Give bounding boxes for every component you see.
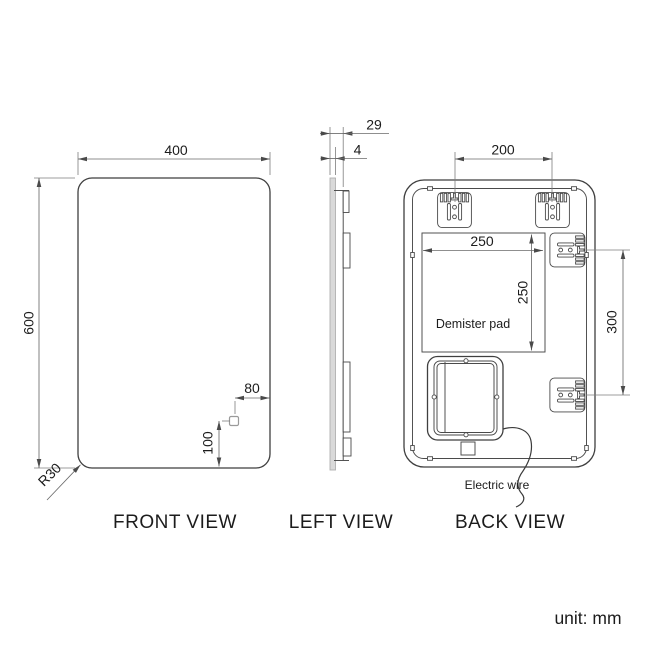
corner-radius-dimension: R30 xyxy=(35,460,81,501)
side-hanger-spacing-dimension: 300 xyxy=(586,249,630,396)
junction-box xyxy=(426,355,504,441)
junction-box-outer xyxy=(426,355,504,441)
glass-thickness-dim-text: 4 xyxy=(354,142,362,158)
cable-outlet xyxy=(460,441,476,456)
left-view-label: LEFT VIEW xyxy=(289,512,393,533)
demister-height-dimension: 250 xyxy=(515,234,534,351)
front-height-dimension: 600 xyxy=(21,177,75,469)
demister-pad-label: Demister pad xyxy=(436,317,510,331)
sensor-right-dim-text: 80 xyxy=(244,380,260,396)
left-view: 29 4 LEFT VIEW xyxy=(289,117,393,534)
hanger-profile xyxy=(342,190,350,213)
depth-dim-text: 29 xyxy=(366,117,382,133)
front-width-dimension: 400 xyxy=(77,142,271,175)
sensor-bottom-offset-dimension: 100 xyxy=(200,420,230,467)
screw-icon xyxy=(494,394,500,400)
demister-pad-outline xyxy=(421,232,546,353)
hanger-spacing-dimension: 200 xyxy=(454,142,553,202)
hanger-spacing-dim-text: 200 xyxy=(491,142,515,158)
electric-wire-label: Electric wire xyxy=(465,478,530,492)
top-left-hanger-bracket xyxy=(437,192,472,229)
demister-profile xyxy=(342,232,351,269)
side-lower-hanger-bracket xyxy=(549,377,586,413)
junction-box-profile xyxy=(342,361,351,433)
back-view: 200 Demister pad 250 250 300 xyxy=(403,142,630,533)
sensor-bottom-dim-text: 100 xyxy=(200,431,216,455)
screw-icon xyxy=(463,358,469,364)
touch-sensor xyxy=(228,415,240,427)
demister-width-dimension: 250 xyxy=(423,233,543,253)
front-view-label: FRONT VIEW xyxy=(113,512,237,533)
unit-note: unit: mm xyxy=(554,608,621,628)
screw-icon xyxy=(463,432,469,438)
front-width-dim-text: 400 xyxy=(164,142,188,158)
electric-wire xyxy=(502,427,533,508)
glass-thickness-dimension: 4 xyxy=(320,142,367,175)
front-view: 400 600 80 100 R30 FRONT VIEW xyxy=(21,142,271,533)
sensor-right-offset-dimension: 80 xyxy=(234,380,270,414)
demister-width-dim-text: 250 xyxy=(470,233,494,249)
mirror-front-outline xyxy=(77,177,271,469)
depth-dimension: 29 xyxy=(320,117,389,187)
side-upper-hanger-bracket xyxy=(549,232,586,268)
mirror-back-outline xyxy=(403,179,596,468)
back-view-label: BACK VIEW xyxy=(455,512,565,533)
side-hanger-spacing-dim-text: 300 xyxy=(604,310,620,334)
screw-icon xyxy=(431,394,437,400)
back-inner-frame xyxy=(412,188,587,459)
top-right-hanger-bracket xyxy=(535,192,570,229)
frame-clips xyxy=(410,186,589,461)
cable-box-profile xyxy=(342,437,352,457)
mirror-glass-profile xyxy=(329,177,336,471)
demister-height-dim-text: 250 xyxy=(515,281,531,305)
front-height-dim-text: 600 xyxy=(21,311,37,335)
